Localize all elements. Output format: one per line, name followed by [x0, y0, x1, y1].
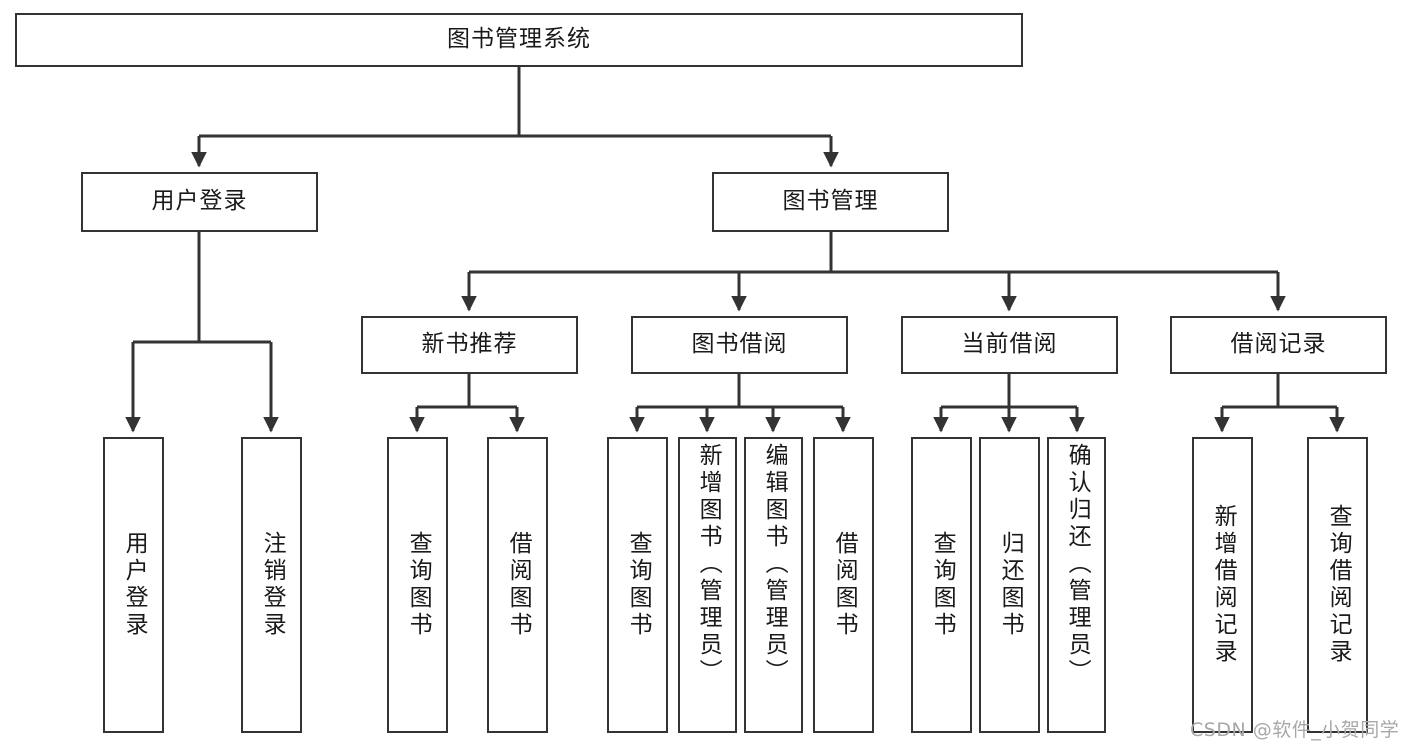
node-book-management-label: 图书管理: [782, 188, 879, 215]
node-leaf-borrow-book-2[interactable]: 借阅图书: [813, 437, 874, 733]
node-leaf-return-book[interactable]: 归还图书: [979, 437, 1040, 733]
node-leaf-add-record-label: 新增借阅记录: [1210, 504, 1237, 666]
node-user-login[interactable]: 用户登录: [81, 172, 318, 232]
node-leaf-query-book-1-label: 查询图书: [405, 531, 432, 639]
node-leaf-confirm-return[interactable]: 确认归还（管理员）: [1047, 437, 1106, 733]
node-book-management[interactable]: 图书管理: [712, 172, 949, 232]
node-user-login-label: 用户登录: [151, 188, 248, 215]
node-leaf-borrow-book-1[interactable]: 借阅图书: [487, 437, 548, 733]
node-leaf-return-book-label: 归还图书: [997, 531, 1024, 639]
node-current-borrow-label: 当前借阅: [961, 331, 1058, 358]
node-leaf-query-book-3-label: 查询图书: [929, 531, 956, 639]
node-leaf-logout-login-label: 注销登录: [259, 531, 286, 639]
node-book-borrow-label: 图书借阅: [691, 331, 788, 358]
node-leaf-confirm-return-label: 确认归还（管理员）: [1064, 443, 1091, 686]
node-new-book-recommend[interactable]: 新书推荐: [361, 316, 578, 374]
node-leaf-logout-login[interactable]: 注销登录: [241, 437, 302, 733]
node-root[interactable]: 图书管理系统: [15, 13, 1023, 67]
node-leaf-query-book-2-label: 查询图书: [625, 531, 652, 639]
csdn-watermark: CSDN @软件_小贺同学: [1190, 719, 1400, 741]
node-leaf-user-login-label: 用户登录: [121, 531, 148, 639]
node-borrow-record-label: 借阅记录: [1230, 331, 1327, 358]
node-root-label: 图书管理系统: [447, 26, 591, 53]
node-leaf-query-book-2[interactable]: 查询图书: [607, 437, 668, 733]
node-leaf-query-book-3[interactable]: 查询图书: [911, 437, 972, 733]
node-leaf-add-book-label: 新增图书（管理员）: [695, 443, 722, 686]
node-book-borrow[interactable]: 图书借阅: [631, 316, 848, 374]
node-leaf-edit-book[interactable]: 编辑图书（管理员）: [744, 437, 803, 733]
node-new-book-recommend-label: 新书推荐: [421, 331, 518, 358]
node-leaf-add-book[interactable]: 新增图书（管理员）: [678, 437, 737, 733]
node-leaf-edit-book-label: 编辑图书（管理员）: [761, 443, 788, 686]
node-leaf-add-record[interactable]: 新增借阅记录: [1192, 437, 1253, 733]
node-leaf-query-book-1[interactable]: 查询图书: [387, 437, 448, 733]
node-borrow-record[interactable]: 借阅记录: [1170, 316, 1387, 374]
node-leaf-borrow-book-2-label: 借阅图书: [831, 531, 858, 639]
node-leaf-user-login[interactable]: 用户登录: [103, 437, 164, 733]
node-leaf-query-record-label: 查询借阅记录: [1325, 504, 1352, 666]
node-leaf-query-record[interactable]: 查询借阅记录: [1307, 437, 1368, 733]
node-current-borrow[interactable]: 当前借阅: [901, 316, 1118, 374]
node-leaf-borrow-book-1-label: 借阅图书: [505, 531, 532, 639]
